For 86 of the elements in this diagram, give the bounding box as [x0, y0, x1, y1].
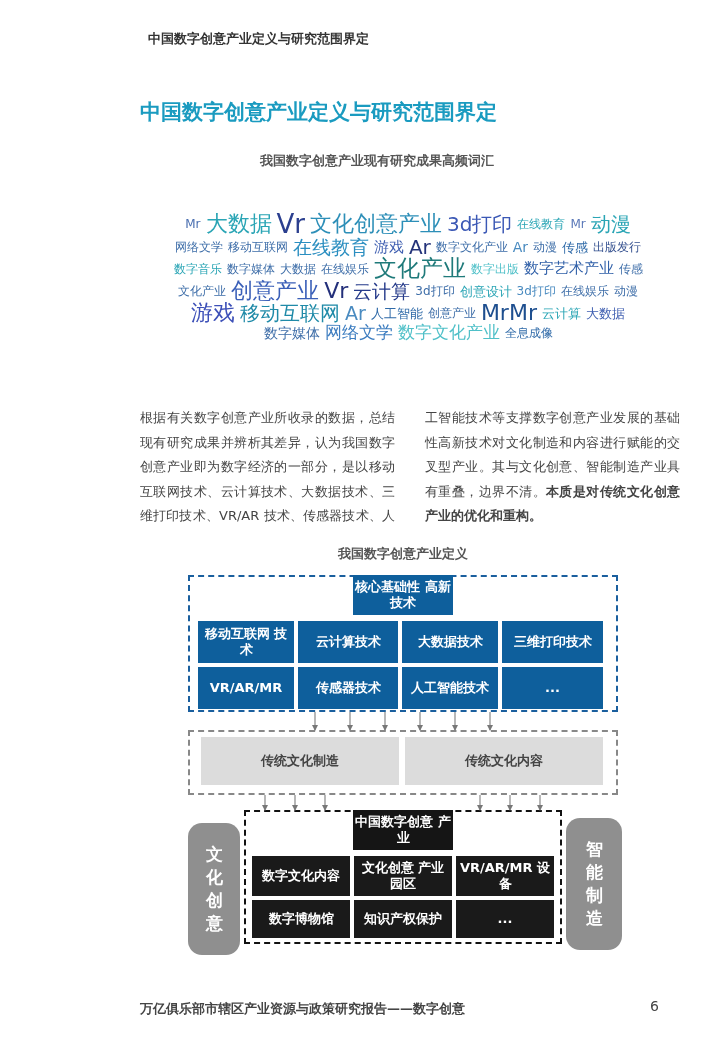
word-cloud-word: Mr: [185, 218, 201, 230]
arrow: [417, 711, 423, 731]
technology-box: 人工智能技术: [402, 667, 498, 709]
word-cloud-word: 在线教育: [292, 237, 369, 257]
arrow: [312, 711, 318, 731]
word-cloud-word: 在线娱乐: [560, 285, 609, 297]
category-box: 传统文化制造: [201, 737, 399, 785]
category-box: 传统文化内容: [405, 737, 603, 785]
word-cloud-word: 文化产业: [373, 257, 466, 280]
word-cloud-word: 数字出版: [470, 262, 519, 275]
word-cloud-word: 动漫: [590, 214, 631, 234]
technology-box: ...: [502, 667, 603, 709]
word-cloud-word: 文化产业: [178, 285, 227, 297]
arrow: [487, 711, 493, 731]
industry-box: VR/AR/MR 设备: [456, 856, 554, 896]
technology-box: 三维打印技术: [502, 621, 603, 663]
technology-box: 移动互联网 技术: [198, 621, 294, 663]
word-cloud-word: 创意产业: [231, 280, 320, 302]
word-cloud-word: 游戏: [373, 239, 404, 255]
word-cloud-word: 数字媒体: [263, 325, 320, 340]
word-cloud-word: 移动互联网: [227, 241, 288, 253]
industry-box: 知识产权保护: [354, 900, 452, 938]
side-panel: 文化创意: [188, 823, 240, 955]
page-heading: 中国数字创意产业定义与研究范围界定: [140, 99, 497, 126]
arrow: [537, 794, 543, 811]
page-number: 6: [650, 998, 659, 1014]
word-cloud-word: 传感: [562, 240, 589, 254]
word-cloud-word: Ar: [512, 240, 529, 254]
word-cloud-word: 数字文化产业: [397, 324, 500, 341]
technology-box: 云计算技术: [298, 621, 398, 663]
word-cloud-word: 动漫: [533, 241, 558, 253]
group-heading-box: 核心基础性 高新技术: [353, 575, 453, 615]
word-cloud-word: 在线娱乐: [320, 262, 369, 275]
word-cloud-word: Ar: [345, 303, 366, 323]
group-heading-box: 中国数字创意 产业: [353, 810, 453, 850]
arrow: [262, 794, 268, 811]
word-cloud-word: 创意设计: [459, 284, 512, 298]
word-cloud-word: Vr: [324, 280, 349, 302]
arrow: [507, 794, 513, 811]
arrow: [382, 711, 388, 731]
word-cloud-word: 文化创意产业: [310, 213, 443, 235]
industry-box: 文化创意 产业园区: [354, 856, 452, 896]
arrow: [322, 794, 328, 811]
word-cloud-word: Vr: [276, 211, 306, 237]
word-cloud-word: MrMr: [480, 302, 537, 324]
word-cloud-word: 大数据: [279, 262, 316, 275]
word-cloud-word: 创意产业: [427, 307, 476, 319]
side-panel: 智能制造: [566, 818, 622, 950]
arrow: [477, 794, 483, 811]
word-cloud-word: 云计算: [541, 306, 581, 320]
word-cloud-word: 大数据: [585, 306, 625, 320]
word-cloud-word: Mr: [570, 218, 586, 230]
word-cloud-word: 人工智能: [370, 306, 423, 320]
word-cloud-word: 动漫: [613, 285, 638, 297]
industry-box: 数字文化内容: [252, 856, 350, 896]
word-cloud-word: 在线教育: [517, 218, 566, 230]
running-footer: 万亿俱乐部市辖区产业资源与政策研究报告——数字创意: [140, 1000, 465, 1018]
industry-box: ...: [456, 900, 554, 938]
section-heading: 我国数字创意产业定义: [338, 545, 468, 563]
word-cloud-word: 数字音乐: [173, 262, 222, 275]
word-cloud-word: 3d打印: [447, 214, 513, 234]
word-cloud-word: 大数据: [205, 213, 272, 235]
technology-box: VR/AR/MR: [198, 667, 294, 709]
word-cloud-word: 传感: [618, 262, 643, 275]
word-cloud-word: 数字艺术产业: [523, 261, 614, 276]
word-cloud-word: 数字媒体: [226, 262, 275, 275]
technology-box: 大数据技术: [402, 621, 498, 663]
running-header: 中国数字创意产业定义与研究范围界定: [148, 30, 369, 48]
word-cloud-word: 数字文化产业: [435, 241, 508, 253]
industry-box: 数字博物馆: [252, 900, 350, 938]
word-cloud-word: 网络文学: [324, 324, 393, 341]
technology-box: 传感器技术: [298, 667, 398, 709]
arrow: [347, 711, 353, 731]
word-cloud-word: 游戏: [191, 302, 236, 324]
body-paragraph: 根据有关数字创意产业所收录的数据，总结现有研究成果并辨析其差异，认为我国数字创意产业即为数字经济的一部分，是以移动互联网技术、云计算技术、大数据技术、三维打印技术、VR/AR 技术、传感器技术、人工智能技术等支撑数字创意产业发展的基础性高新技术对文化制造和内容进行赋能的交叉型产业。其与文化创意、智能制造产业具有重叠，边界不清。本质是对传统文化创意产业的优化和重构。: [140, 409, 680, 525]
word-cloud-word: Ar: [408, 237, 431, 257]
word-cloud-word: 出版发行: [593, 241, 642, 253]
word-cloud-word: 网络文学: [174, 241, 223, 253]
word-cloud-word: 全息成像: [504, 326, 553, 339]
arrow: [452, 711, 458, 731]
word-cloud-word: 3d打印: [516, 285, 556, 297]
section-heading: 我国数字创意产业现有研究成果高频词汇: [260, 152, 494, 170]
word-cloud-word: 3d打印: [415, 285, 455, 297]
arrow: [292, 794, 298, 811]
word-cloud-word: 云计算: [353, 281, 411, 301]
word-cloud-word: 移动互联网: [240, 303, 341, 323]
